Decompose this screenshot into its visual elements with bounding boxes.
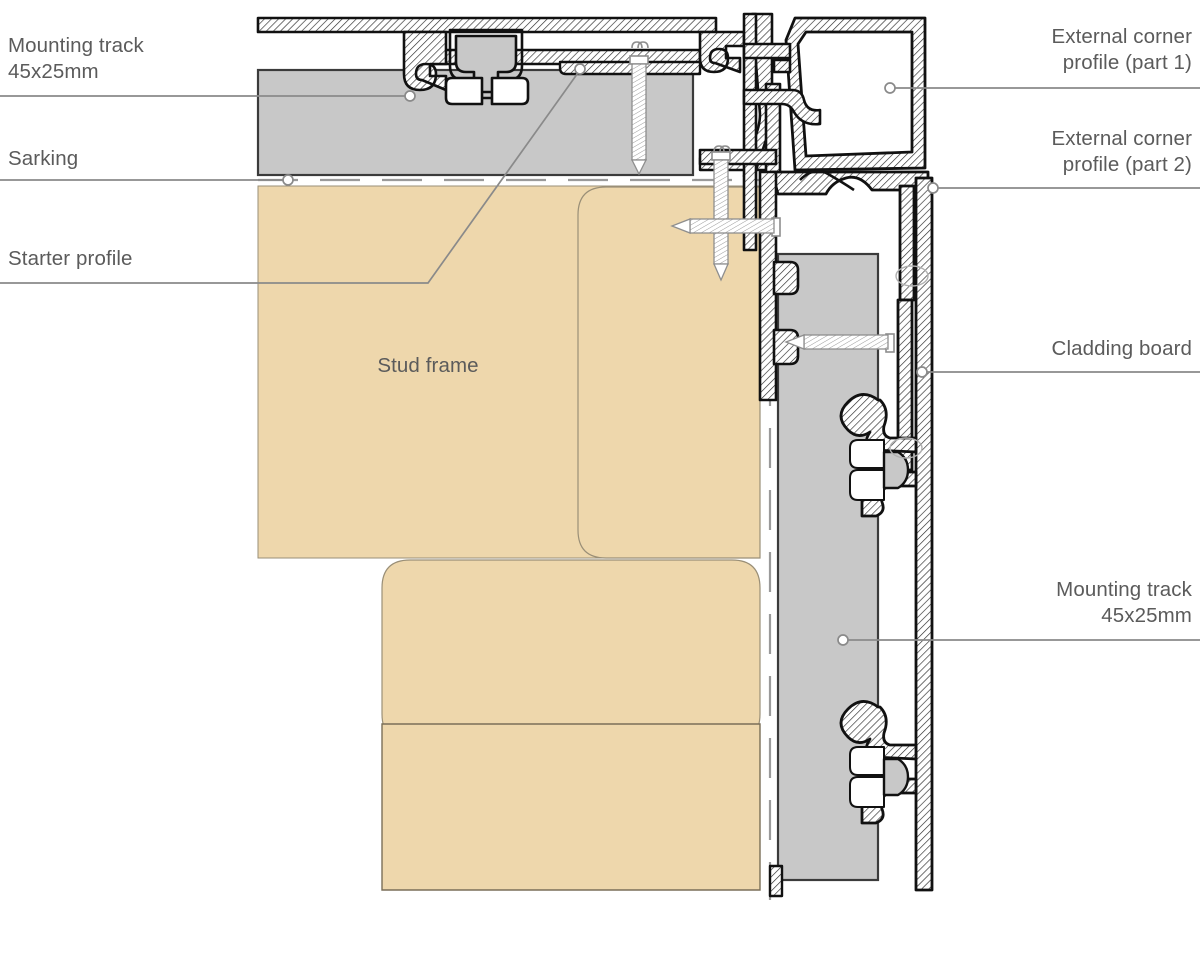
label-external-corner-profile-part-1: External corner profile (part 1) — [1051, 25, 1192, 74]
starter-profile-blade — [558, 60, 702, 76]
screw-horizontal-lower — [784, 333, 895, 353]
stud-frame-lower-fill — [381, 559, 761, 743]
label-stud-frame: Stud frame — [377, 354, 479, 377]
hook-left — [402, 30, 448, 92]
cladding-bottom-fragment — [768, 864, 784, 898]
screw-vertical-mid — [711, 145, 731, 282]
label-cladding-board: Cladding board — [1051, 337, 1192, 360]
label-mounting-track-top: Mounting track 45x25mm — [8, 34, 144, 83]
material-fills — [256, 68, 880, 891]
external-corner-profile-part-1 — [784, 16, 927, 172]
cladding-clip-1-core — [882, 450, 910, 490]
clip-base-left — [444, 76, 484, 106]
leader-lines — [0, 63, 1200, 646]
external-corner-profile-part-2 — [770, 169, 934, 892]
cladding-clip-2-core — [882, 757, 910, 797]
label-external-corner-profile-part-2: External corner profile (part 2) — [1051, 127, 1192, 176]
label-starter-profile: Starter profile — [8, 247, 133, 270]
cladding-clip-2 — [849, 746, 885, 808]
stud-frame-inner-fill — [577, 186, 761, 559]
label-sarking: Sarking — [8, 147, 79, 170]
hook-right-1 — [698, 30, 746, 74]
leader-starter-profile — [0, 69, 581, 284]
screw-vertical-top — [629, 41, 649, 176]
fasteners — [629, 41, 895, 353]
label-mounting-track-right: Mounting track 45x25mm — [1056, 578, 1192, 627]
cladding-clip-1 — [849, 439, 885, 501]
top-profile-assembly — [256, 16, 746, 106]
hidden-detail-circles — [889, 265, 929, 459]
screw-horizontal-upper — [670, 217, 781, 237]
sarking-layer — [258, 178, 772, 900]
clip-base-right — [490, 76, 530, 106]
stud-frame-bottom-fill — [381, 723, 761, 891]
